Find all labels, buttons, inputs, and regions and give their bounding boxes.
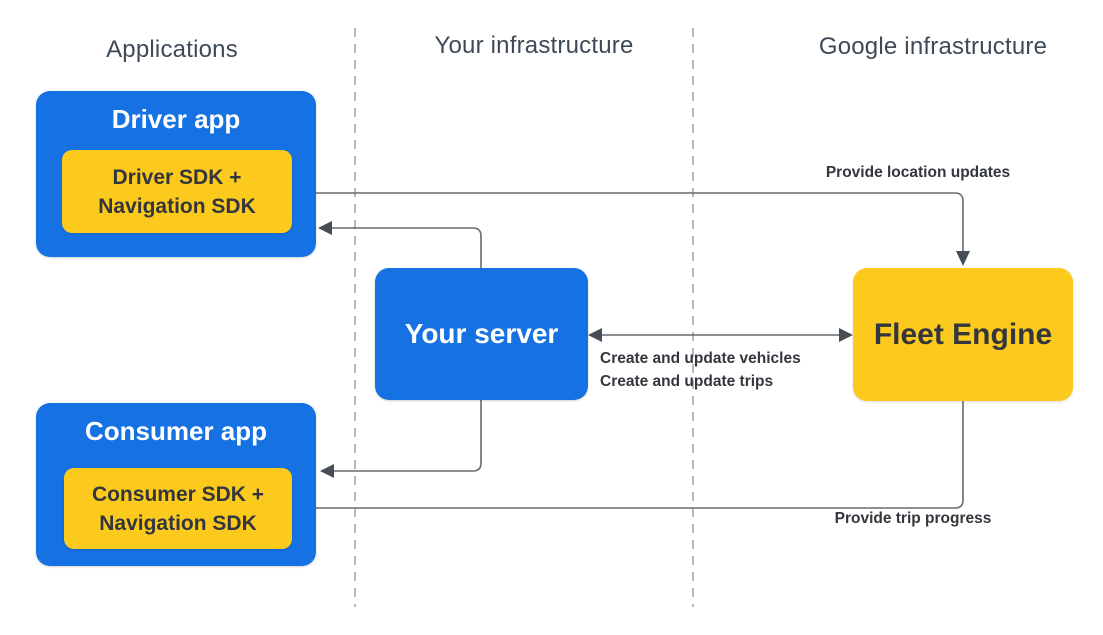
arrowhead-down-icon — [956, 251, 970, 266]
driver-app-node: Driver app Driver SDK + Navigation SDK — [36, 91, 316, 257]
consumer-app-node: Consumer app Consumer SDK + Navigation S… — [36, 403, 316, 566]
driver-sdk-box: Driver SDK + Navigation SDK — [62, 150, 292, 233]
arrowhead-left-icon — [588, 328, 602, 342]
edge-server-to-driver — [332, 227, 482, 268]
edge-label-trip-progress: Provide trip progress — [834, 510, 992, 527]
edge-location-updates — [292, 192, 964, 253]
arrowhead-left-icon — [320, 464, 334, 478]
arrowhead-right-icon — [839, 328, 853, 342]
edge-label-trips-line: Create and update trips — [600, 373, 774, 390]
driver-app-title: Driver app — [111, 104, 241, 134]
edge-label-location-updates: Provide location updates — [825, 164, 1011, 181]
driver-sdk-line2: Navigation SDK — [98, 194, 256, 218]
consumer-app-title: Consumer app — [84, 416, 268, 446]
your-server-node: Your server — [375, 268, 588, 400]
column-header-applications: Applications — [106, 36, 238, 63]
edge-server-to-consumer — [334, 400, 482, 472]
consumer-sdk-line2: Navigation SDK — [99, 511, 257, 535]
arrowhead-left-icon — [318, 221, 332, 235]
edge-label-vehicles-line: Create and update vehicles — [600, 350, 801, 367]
driver-sdk-line1: Driver SDK + — [112, 165, 242, 189]
column-header-google-infrastructure: Google infrastructure — [818, 33, 1048, 60]
edge-label-server-fleet: Create and update vehicles Create and up… — [600, 347, 801, 393]
consumer-sdk-line1: Consumer SDK + — [91, 482, 265, 506]
your-server-title: Your server — [404, 318, 559, 349]
column-header-your-infrastructure: Your infrastructure — [434, 32, 634, 59]
fleet-engine-node: Fleet Engine — [853, 268, 1073, 401]
edge-trip-progress — [306, 401, 964, 509]
fleet-engine-title: Fleet Engine — [873, 317, 1053, 351]
consumer-sdk-box: Consumer SDK + Navigation SDK — [64, 468, 292, 549]
